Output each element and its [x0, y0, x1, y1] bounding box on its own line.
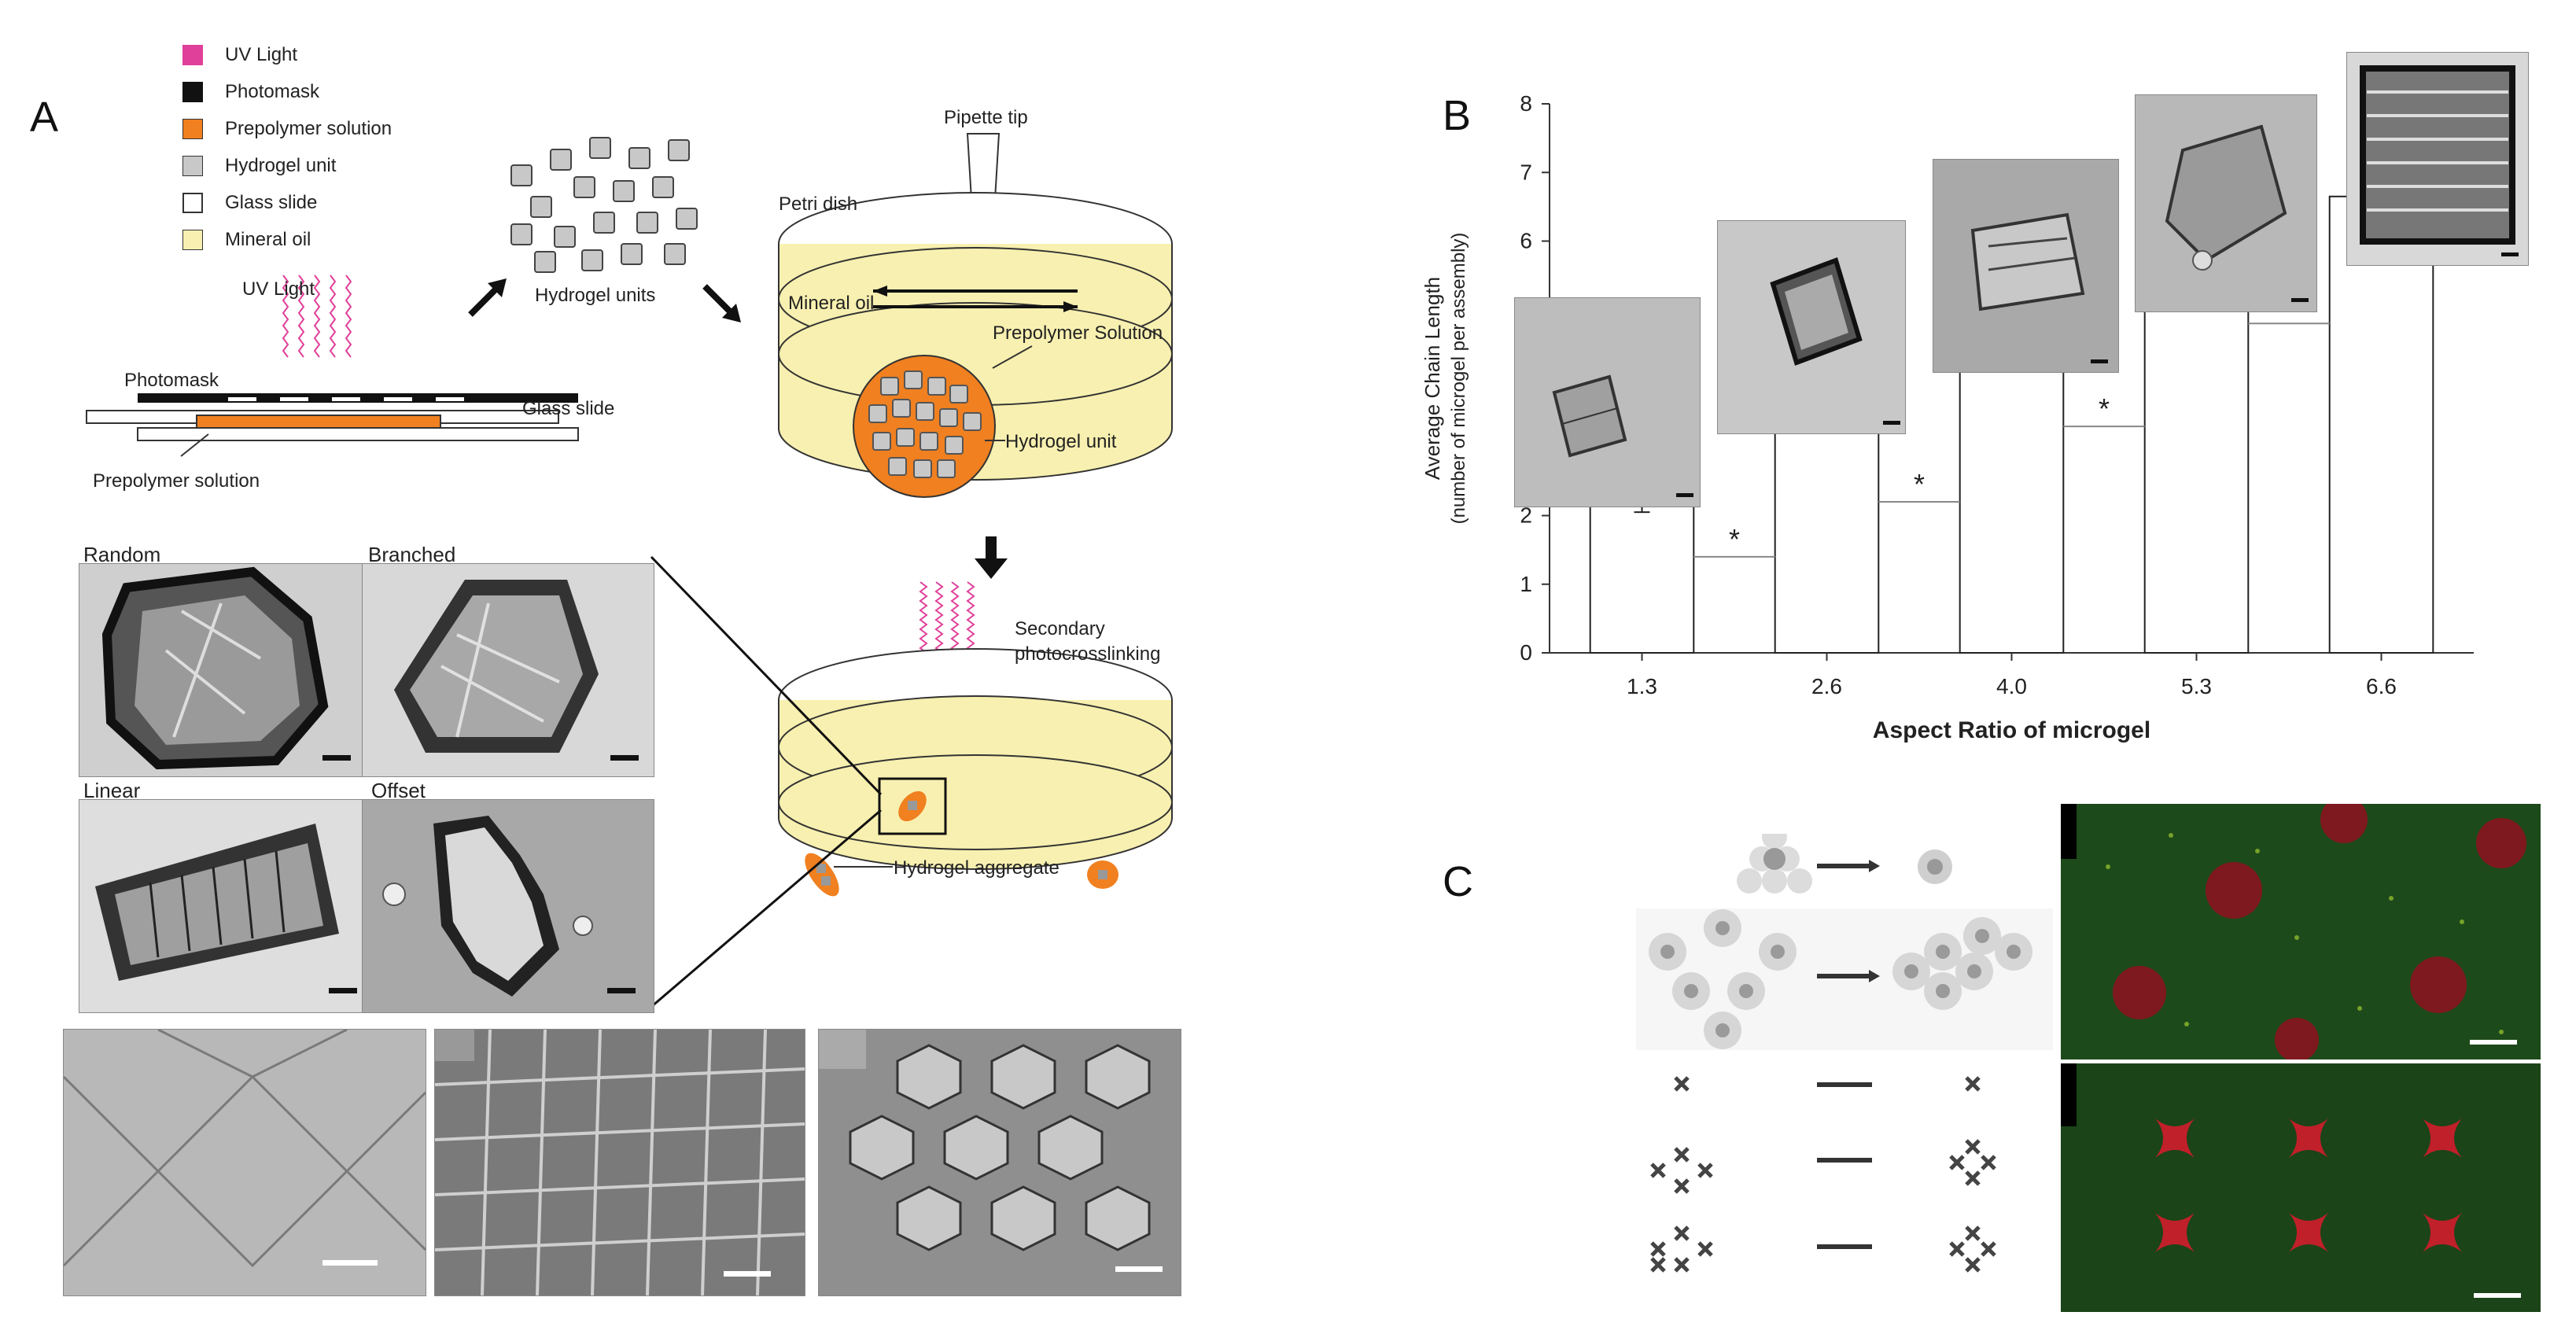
x-tick-label: 5.3	[2181, 674, 2212, 698]
uv-swatch	[182, 44, 203, 65]
legend-item-oil: Mineral oil	[182, 221, 392, 258]
zoom-box	[878, 777, 947, 835]
branched-label: Branched	[368, 543, 456, 566]
legend-label: Glass slide	[225, 191, 318, 213]
chart-inset-micrograph-2	[1717, 220, 1906, 434]
legend-item-photomask: Photomask	[182, 73, 392, 110]
fluorescence-image-bottom	[2061, 1063, 2541, 1312]
bar	[1774, 404, 1880, 654]
x-tick-label: 1.3	[1627, 674, 1657, 698]
y-tick-label: 7	[1520, 160, 1532, 184]
aspect-ratio-bar-chart: 0123456781.32.64.05.36.6****Aspect Ratio…	[1421, 91, 2474, 743]
photomask-swatch	[182, 81, 203, 102]
panel-c-letter: C	[1443, 858, 1473, 905]
hydrogel-units-cluster	[510, 137, 698, 273]
assembly-schematic	[1636, 834, 2053, 1273]
micrograph-square-lattice	[434, 1029, 805, 1296]
chart-inset-micrograph-3	[1933, 159, 2119, 373]
prepolymer-swatch	[182, 118, 203, 139]
hydrogel-unit-label: Hydrogel unit	[1005, 431, 1117, 452]
prepolymer-solution-dish-label: Prepolymer Solution	[993, 322, 1163, 344]
fabrication-schematic	[86, 275, 579, 457]
legend-item-hydrogel: Hydrogel unit	[182, 147, 392, 184]
hydrogel-unit-cluster	[868, 370, 982, 478]
micrograph-diamond-lattice	[63, 1029, 426, 1296]
legend-label: Mineral oil	[225, 228, 311, 250]
photomask-label: Photomask	[124, 370, 219, 391]
scale-bar	[329, 988, 357, 993]
random-label: Random	[83, 543, 161, 566]
cross-assembly-rows	[1650, 1076, 1996, 1273]
glass-slide-bottom	[137, 427, 579, 441]
fluorescence-image-top	[2061, 804, 2541, 1059]
glass-swatch	[182, 192, 203, 213]
legend-label: UV Light	[225, 43, 298, 65]
micrograph-branched	[362, 563, 654, 777]
arrow-up-right-icon	[468, 278, 507, 317]
micrograph-random	[79, 563, 363, 777]
significance-star: *	[2099, 392, 2110, 425]
chart-inset-micrograph-1	[1514, 297, 1701, 507]
y-tick-label: 8	[1520, 91, 1532, 116]
x-tick-label: 2.6	[1811, 674, 1842, 698]
hydrogel-units-label: Hydrogel units	[535, 285, 656, 306]
scale-bar	[610, 755, 639, 761]
legend-label: Photomask	[225, 80, 320, 102]
micrograph-linear	[79, 799, 363, 1013]
arrow-down-right-icon	[702, 284, 741, 322]
petri-dish-bottom	[778, 581, 1173, 897]
secondary-label-2: photocrosslinking	[1015, 643, 1161, 665]
zoom-lines	[650, 555, 883, 1008]
linear-label: Linear	[83, 779, 141, 802]
micrograph-hexagon-lattice	[818, 1029, 1181, 1296]
legend: UV Light Photomask Prepolymer solution H…	[182, 36, 392, 258]
legend-label: Prepolymer solution	[225, 117, 392, 139]
legend-item-uv: UV Light	[182, 36, 392, 73]
chart-inset-micrograph-5	[2346, 52, 2529, 266]
x-axis-label: Aspect Ratio of microgel	[1873, 717, 2150, 743]
hydrogel-aggregate-label: Hydrogel aggregate	[894, 857, 1060, 879]
x-tick-label: 4.0	[1996, 674, 2027, 698]
secondary-label-1: Secondary	[1015, 618, 1105, 639]
chart-inset-micrograph-4	[2135, 94, 2317, 312]
scale-bar	[1115, 1266, 1163, 1272]
uv-light-label: UV Light	[242, 278, 315, 300]
y-axis-sublabel: (number of microgel per assembly)	[1448, 233, 1469, 525]
offset-label: Offset	[371, 779, 426, 802]
mineral-oil-label: Mineral oil	[788, 293, 875, 314]
pipette-tip-label: Pipette tip	[944, 107, 1028, 128]
legend-item-glass: Glass slide	[182, 184, 392, 221]
petri-dish-top	[778, 133, 1173, 498]
scale-bar	[322, 755, 351, 761]
bar	[2143, 267, 2250, 654]
secondary-uv-icon	[919, 581, 975, 654]
y-tick-label: 1	[1520, 572, 1532, 596]
glass-slide-label: Glass slide	[522, 398, 615, 419]
legend-item-prepolymer: Prepolymer solution	[182, 110, 392, 147]
significance-star: *	[1729, 523, 1740, 555]
y-tick-label: 0	[1520, 640, 1532, 665]
oil-swatch	[182, 229, 203, 250]
x-tick-label: 6.6	[2366, 674, 2397, 698]
bar	[1589, 501, 1695, 654]
scale-bar	[607, 988, 636, 993]
panel-b-letter: B	[1443, 92, 1472, 139]
y-tick-label: 2	[1520, 503, 1532, 528]
scale-bar	[322, 1260, 378, 1266]
petri-dish-label: Petri dish	[779, 193, 858, 215]
legend-label: Hydrogel unit	[225, 154, 337, 176]
arrow-down-icon	[975, 536, 1008, 579]
bar	[1959, 336, 2065, 654]
uv-wave-icon	[282, 275, 352, 358]
panel-a-letter: A	[30, 94, 59, 141]
y-axis-label: Average Chain Length	[1421, 277, 1444, 480]
scale-bar	[724, 1271, 771, 1277]
bar	[2328, 195, 2434, 654]
micrograph-offset	[362, 799, 654, 1013]
hydrogel-swatch	[182, 155, 203, 176]
y-tick-label: 6	[1520, 229, 1532, 253]
prepolymer-solution-label: Prepolymer solution	[93, 470, 260, 492]
hexagon-assembly-row-1	[1737, 834, 1952, 894]
significance-star: *	[1914, 468, 1925, 500]
